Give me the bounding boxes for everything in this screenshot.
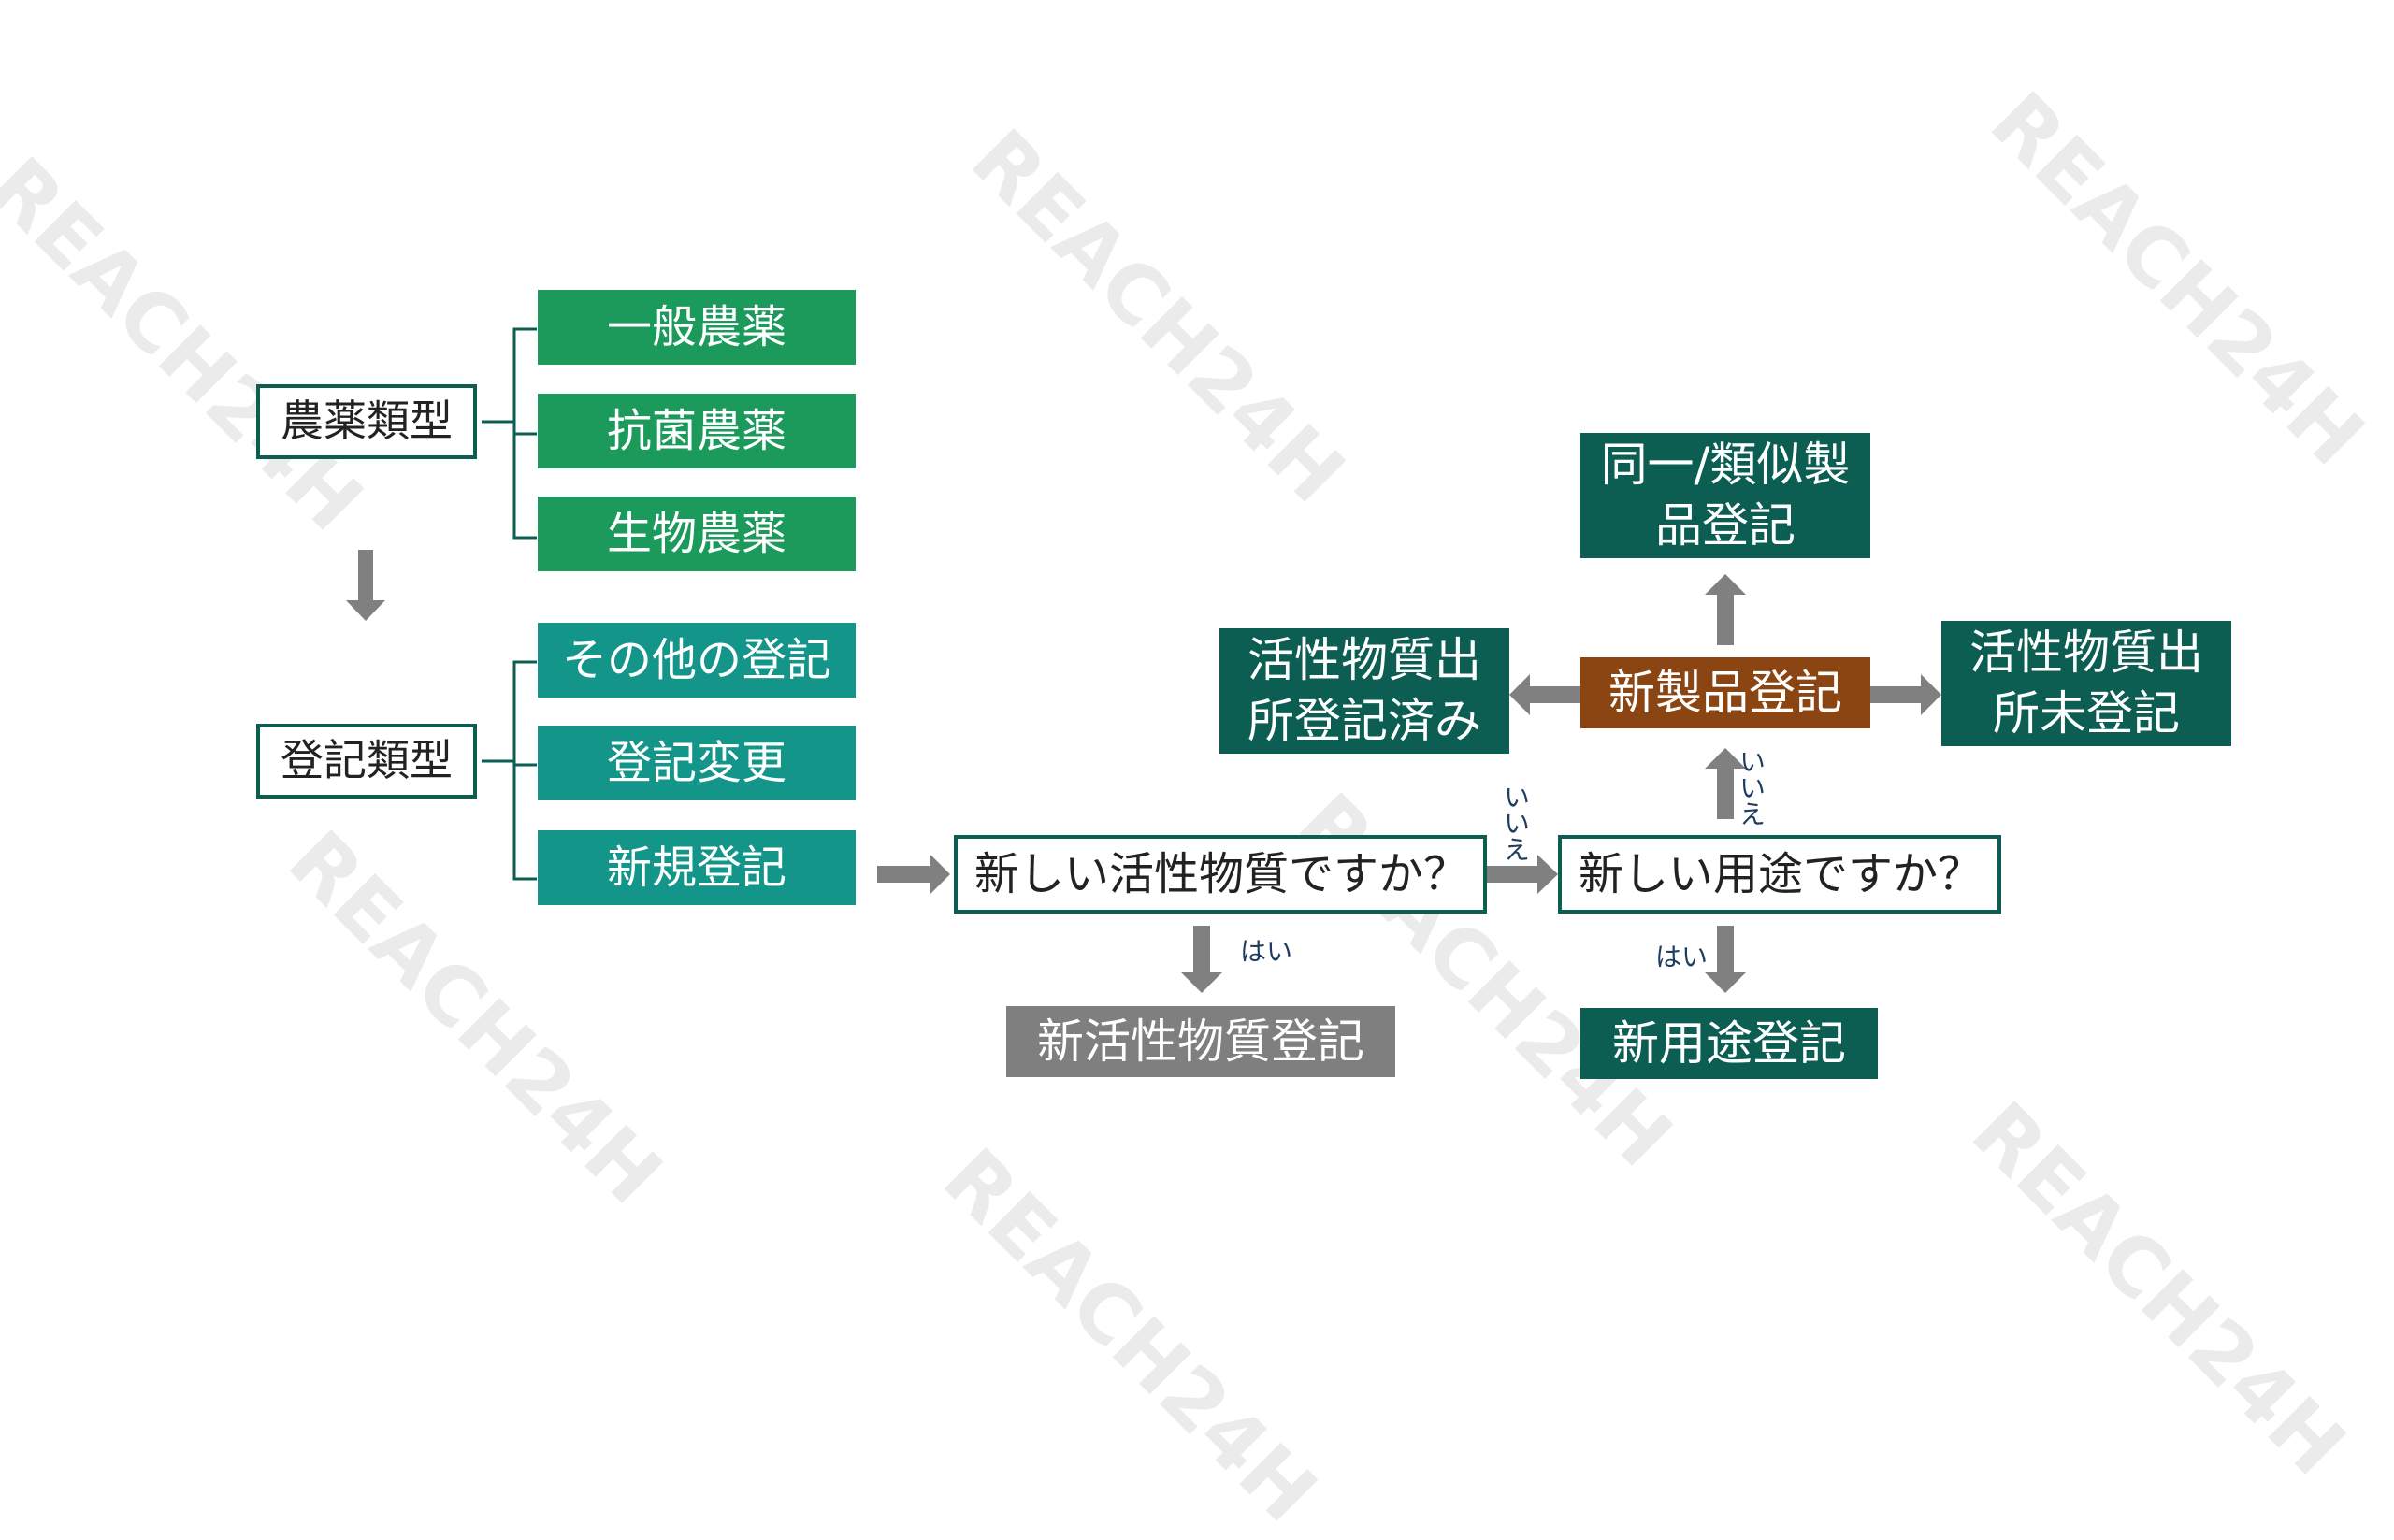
arrow-up-icon: [1705, 574, 1746, 645]
arrow-right-icon: [1870, 674, 1941, 715]
answer-yes-label: はい: [1240, 936, 1293, 967]
arrow-left-icon: [1509, 674, 1580, 715]
new-use-registration: 新用途登記: [1580, 1008, 1878, 1079]
arrow-down-icon: [346, 550, 385, 621]
question-new-use: 新しい用途ですか？: [1558, 835, 2001, 914]
registration-type-box: 登記類型: [256, 724, 477, 799]
registration-type-new: 新規登記: [538, 830, 856, 905]
new-active-substance-registration: 新活性物質登記: [1006, 1006, 1395, 1077]
active-substance-source-registered: 活性物質出 所登記済み: [1219, 628, 1509, 754]
diagram-canvas: REACH24H REACH24H REACH24H REACH24H REAC…: [0, 75, 2381, 1540]
pesticide-type-antibacterial: 抗菌農薬: [538, 394, 856, 468]
pesticide-type-box: 農薬類型: [256, 384, 477, 459]
registration-type-change: 登記変更: [538, 726, 856, 800]
arrow-up-icon: [1705, 748, 1746, 819]
connectors: [346, 327, 1941, 993]
answer-yes-label: はい: [1655, 942, 1709, 972]
arrow-down-icon: [1705, 926, 1746, 993]
registration-type-other: その他の登記: [538, 623, 856, 698]
new-product-registration: 新製品登記: [1580, 657, 1870, 728]
pesticide-type-biological: 生物農薬: [538, 497, 856, 571]
answer-no-label: いいえ: [1736, 748, 1767, 827]
answer-no-label: いいえ: [1500, 784, 1531, 862]
registration-bracket: [482, 660, 537, 881]
arrow-right-icon: [877, 855, 950, 894]
arrow-down-icon: [1181, 926, 1222, 993]
arrow-right-icon: [1487, 855, 1558, 894]
pesticide-bracket: [482, 327, 537, 540]
pesticide-type-general: 一般農薬: [538, 290, 856, 365]
active-substance-source-unregistered: 活性物質出 所未登記: [1941, 621, 2231, 746]
question-new-active-substance: 新しい活性物質ですか？: [954, 835, 1487, 914]
same-similar-product-registration: 同一/類似製 品登記: [1580, 433, 1870, 558]
